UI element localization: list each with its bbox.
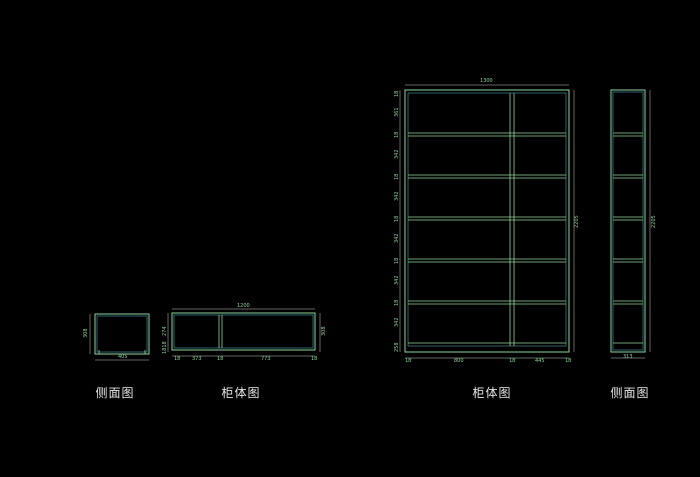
small-body-inner (173, 314, 314, 349)
left-dim-7: 342 (394, 233, 400, 243)
large-side-width-label: 313 (623, 354, 633, 360)
large-body-b1: 18 (405, 358, 411, 364)
large-body-outline (404, 89, 570, 353)
small-side-view: 405 308 (83, 313, 150, 361)
small-side-height-label: 308 (83, 328, 89, 338)
left-dim-9: 342 (394, 275, 400, 285)
left-dim-2: 18 (394, 132, 400, 138)
small-side-width-label: 405 (118, 354, 128, 360)
large-body-b3: 18 (509, 358, 515, 364)
small-side-inner (96, 315, 148, 353)
large-body-b2: 800 (454, 358, 464, 364)
caption-side-small: 侧面图 (95, 386, 135, 400)
small-body-b3: 18 (217, 356, 223, 362)
large-side-height-label: 2205 (651, 215, 657, 228)
small-body-width-label: 1200 (237, 303, 250, 309)
large-body-inner (407, 92, 567, 347)
large-body-b5: 18 (565, 358, 571, 364)
small-body-left-v2-label: 1818 (162, 341, 168, 354)
large-body-shelves (408, 132, 566, 344)
large-side-view: 2205 313 (610, 89, 657, 360)
small-body-b1: 18 (174, 356, 180, 362)
left-dim-6: 18 (394, 216, 400, 222)
caption-body-large: 柜体图 (472, 386, 512, 400)
left-dim-8: 18 (394, 258, 400, 264)
small-body-left-v-label: 274 (162, 326, 168, 336)
left-dim-0: 18 (394, 91, 400, 97)
left-dim-11: 342 (394, 317, 400, 327)
caption-side-large: 侧面图 (610, 386, 650, 400)
large-body-b4: 445 (535, 358, 545, 364)
small-body-height-label: 308 (321, 326, 327, 336)
small-body-b4: 773 (261, 356, 271, 362)
large-side-shelves (613, 132, 643, 344)
caption-body-small: 柜体图 (221, 386, 261, 400)
large-body-width-label: 1300 (480, 78, 493, 84)
left-dim-1: 361 (394, 107, 400, 117)
large-body-height-label: 2205 (574, 215, 580, 228)
left-dim-4: 18 (394, 174, 400, 180)
small-body-b2: 373 (192, 356, 202, 362)
left-dim-12: 258 (394, 342, 400, 352)
left-dim-3: 342 (394, 149, 400, 159)
large-side-outline (610, 89, 646, 353)
small-body-outline (171, 312, 316, 351)
small-body-view: 1200 308 274 1818 18 373 18 773 18 (162, 303, 327, 362)
large-body-view: 1300 2205 18 361 18 342 18 342 18 342 18… (394, 78, 580, 364)
large-side-inner (612, 91, 644, 351)
small-side-outline (94, 313, 150, 355)
left-dim-10: 18 (394, 300, 400, 306)
small-body-b5: 18 (311, 356, 317, 362)
left-dim-5: 342 (394, 191, 400, 201)
